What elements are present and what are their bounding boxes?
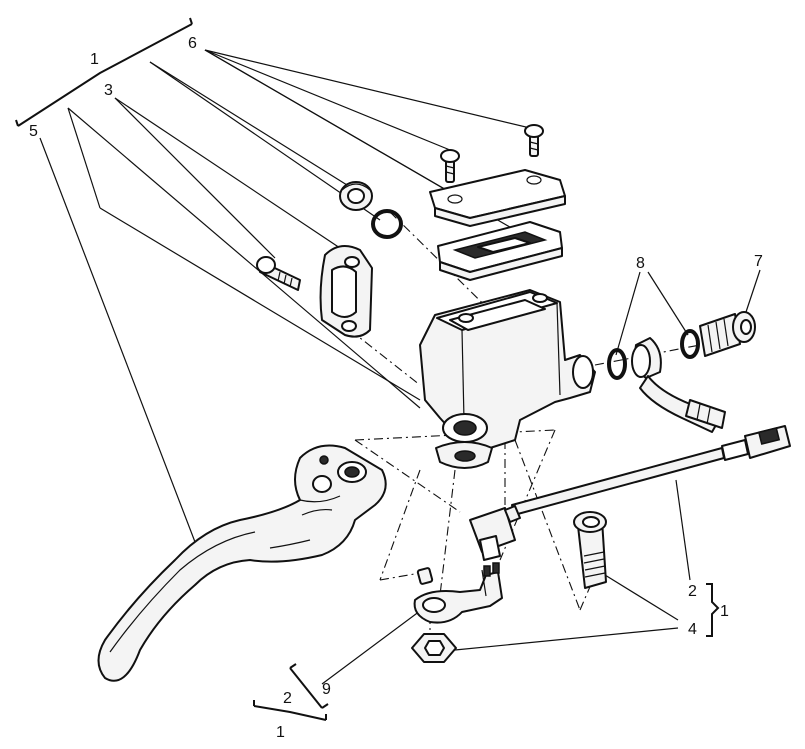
master-cylinder-body xyxy=(419,289,596,469)
clamp-bolt xyxy=(256,256,301,291)
diaphragm-gasket xyxy=(437,221,563,281)
callout-labels: 1 6 3 5 8 7 2 1 4 9 2 1 xyxy=(29,35,763,741)
callout-4: 4 xyxy=(688,621,697,638)
leader-lines xyxy=(39,49,761,685)
callout-6: 6 xyxy=(188,35,197,52)
pivot-bolt xyxy=(573,511,607,589)
callout-1-top: 1 xyxy=(90,51,99,68)
bottom-bracket-9 xyxy=(289,663,329,709)
callout-9: 9 xyxy=(322,681,331,698)
right-group-bracket xyxy=(706,583,720,637)
screw-right xyxy=(524,124,544,157)
axis-lines xyxy=(349,211,701,645)
callout-5: 5 xyxy=(29,123,38,140)
screw-left xyxy=(440,149,460,183)
banjo-washer-right xyxy=(680,329,700,359)
callout-1-right: 1 xyxy=(720,603,729,620)
reservoir-cap xyxy=(339,181,373,211)
callout-8: 8 xyxy=(636,255,645,272)
reservoir-cover xyxy=(429,169,566,227)
switch-bracket xyxy=(413,562,503,624)
bleed-screw xyxy=(699,311,756,357)
bottom-bracket-1 xyxy=(253,700,327,721)
brake-switch-cable xyxy=(469,425,791,561)
top-group-bracket xyxy=(15,17,193,127)
callout-2-right: 2 xyxy=(688,583,697,600)
banjo-washer-left xyxy=(607,348,627,380)
callout-7: 7 xyxy=(754,253,763,270)
brake-lever xyxy=(97,444,387,682)
grub-screw xyxy=(416,567,434,585)
lock-nut xyxy=(411,633,457,663)
cap-o-ring xyxy=(371,209,403,239)
handlebar-clamp xyxy=(319,245,373,338)
callout-2-bottom: 2 xyxy=(283,690,292,707)
callout-3: 3 xyxy=(104,82,113,99)
callout-1-bottom: 1 xyxy=(276,724,285,741)
banjo-fitting xyxy=(631,337,726,433)
